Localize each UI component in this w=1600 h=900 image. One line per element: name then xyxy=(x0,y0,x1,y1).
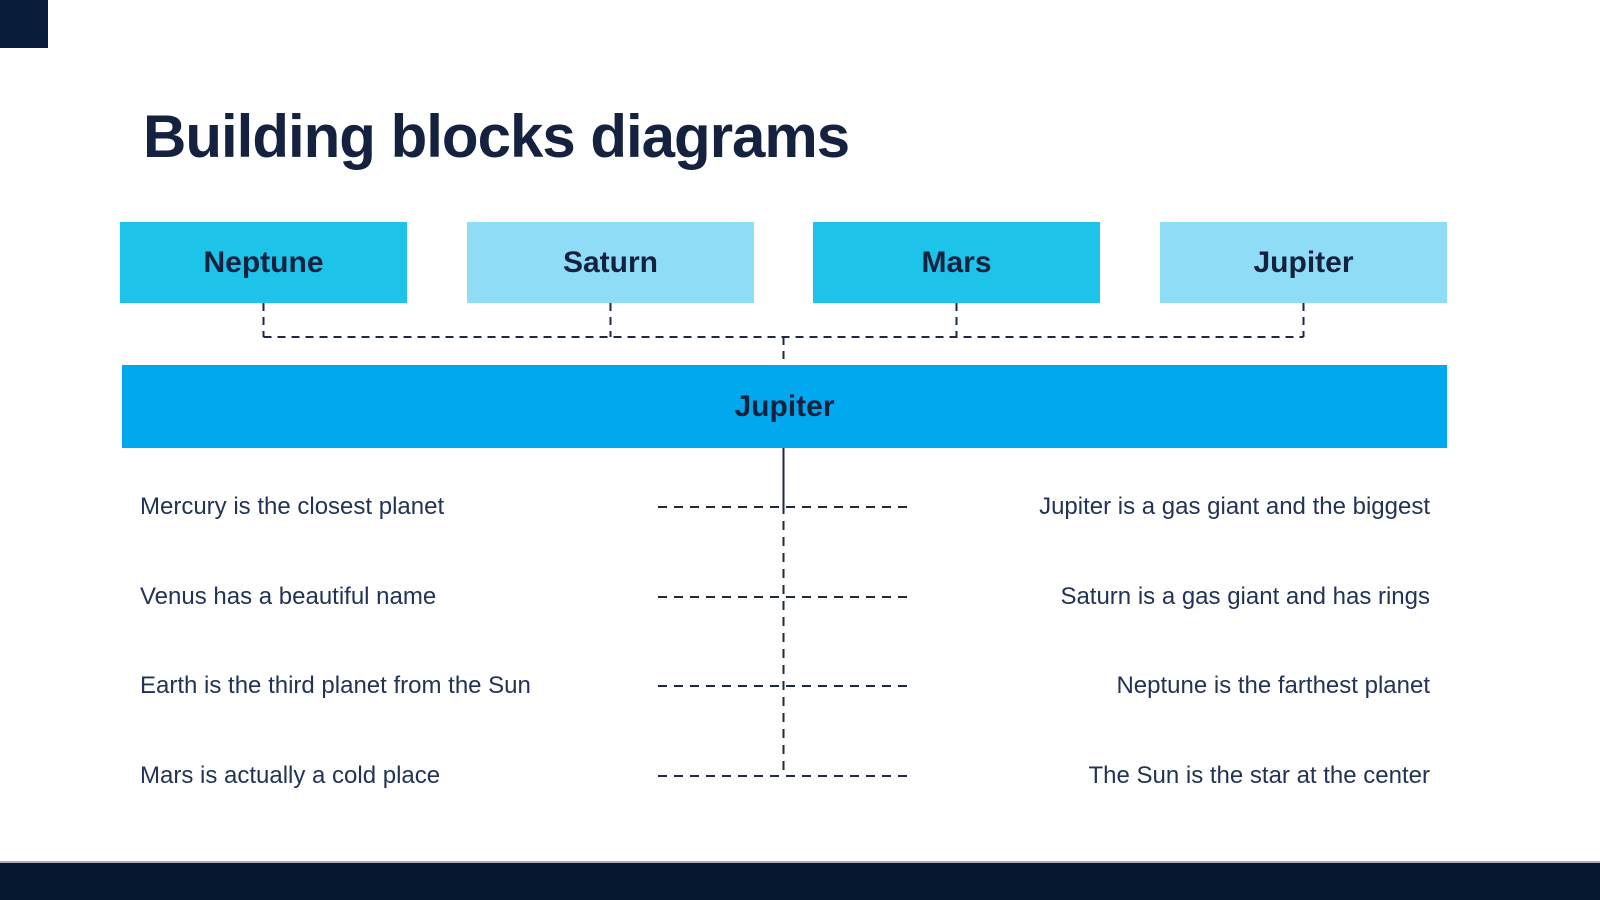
top-box-label: Saturn xyxy=(562,245,658,279)
row-left-text: Venus has a beautiful name xyxy=(140,583,437,610)
row-right-text: Neptune is the farthest planet xyxy=(1116,672,1430,699)
corner-accent-square xyxy=(0,0,48,48)
row-left-text: Mercury is the closest planet xyxy=(140,493,445,520)
top-box-jupiter: Jupiter xyxy=(1160,222,1447,303)
parent-bar-label: Jupiter xyxy=(734,389,835,423)
slide-title: Building blocks diagrams xyxy=(143,103,850,170)
row-left-text: Mars is actually a cold place xyxy=(140,762,441,789)
row-left-text: Earth is the third planet from the Sun xyxy=(140,672,531,699)
top-box-neptune: Neptune xyxy=(120,222,407,303)
top-box-saturn: Saturn xyxy=(467,222,754,303)
description-row: Venus has a beautiful name Saturn is a g… xyxy=(0,582,1600,612)
row-right-text: Saturn is a gas giant and has rings xyxy=(1060,583,1430,610)
top-box-mars: Mars xyxy=(813,222,1100,303)
parent-bar: Jupiter xyxy=(122,365,1447,448)
footer-bar xyxy=(0,861,1600,900)
top-box-label: Jupiter xyxy=(1253,245,1354,279)
description-row: Mars is actually a cold place The Sun is… xyxy=(0,761,1600,791)
top-box-label: Mars xyxy=(921,245,992,279)
description-row: Earth is the third planet from the Sun N… xyxy=(0,671,1600,701)
top-box-label: Neptune xyxy=(203,245,324,279)
description-row: Mercury is the closest planet Jupiter is… xyxy=(0,492,1600,522)
row-right-text: Jupiter is a gas giant and the biggest xyxy=(1039,493,1430,520)
row-right-text: The Sun is the star at the center xyxy=(1088,762,1430,789)
